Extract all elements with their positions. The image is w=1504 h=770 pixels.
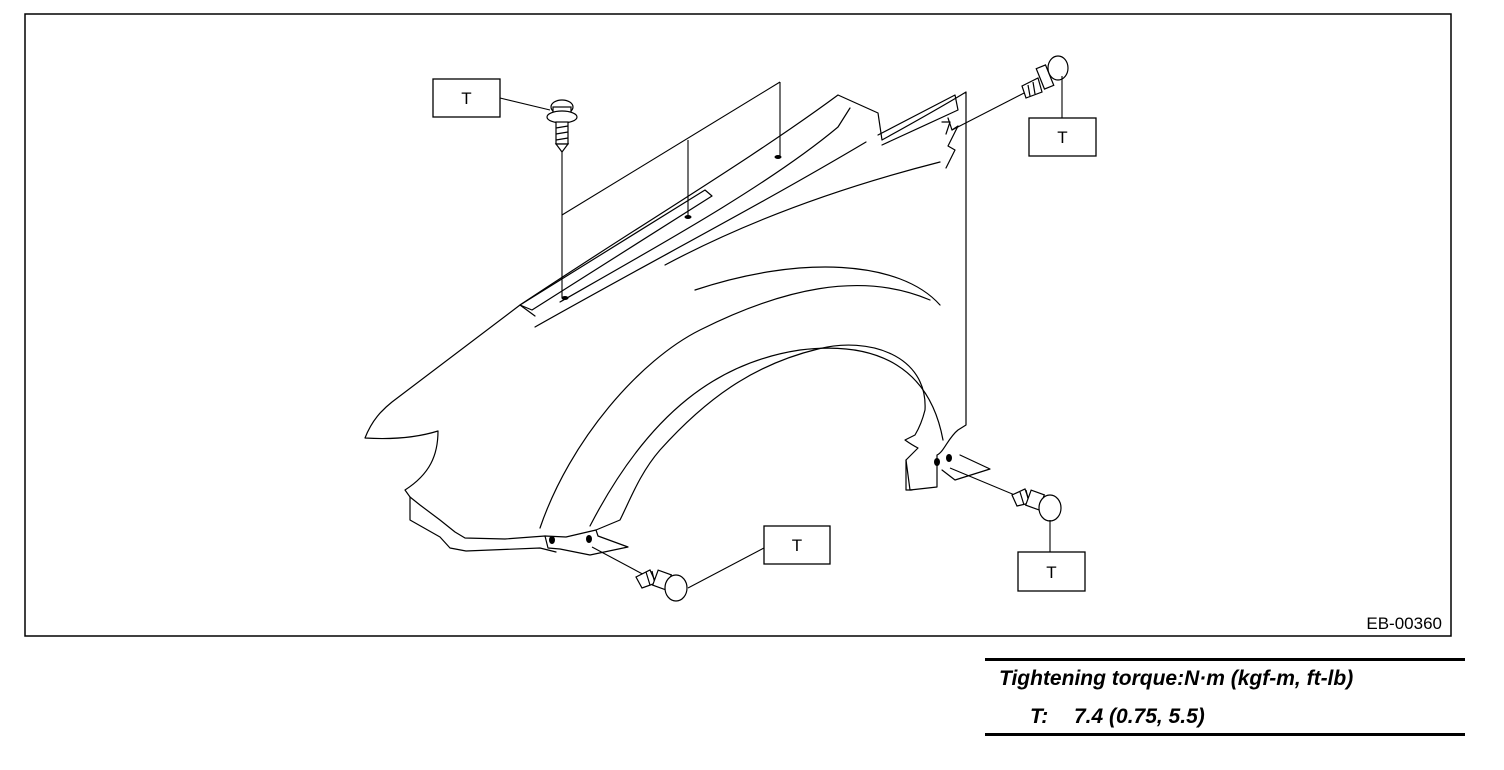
torque-spec-table: Tightening torque:N·m (kgf-m, ft-lb) T: 7…: [985, 658, 1465, 736]
torque-callout-top-left: T: [432, 78, 501, 118]
bolt-top-left: [546, 99, 578, 153]
bolt-top-right: [1021, 55, 1069, 99]
figure-frame: [24, 13, 1452, 637]
torque-value: 7.4 (0.75, 5.5): [1074, 705, 1205, 728]
svg-text:T: T: [792, 536, 802, 555]
torque-table-title: Tightening torque:N·m (kgf-m, ft-lb): [999, 667, 1354, 690]
installation-guide-lines: [561, 81, 1031, 579]
leader-top-left: [499, 97, 551, 111]
torque-table-row: T: 7.4 (0.75, 5.5): [1030, 705, 1205, 729]
svg-text:T: T: [1057, 128, 1067, 147]
torque-symbol: T:: [1030, 705, 1049, 728]
figure-code: EB-00360: [1366, 614, 1442, 633]
torque-callout-bottom-center: T: [763, 525, 831, 565]
torque-callout-bottom-right: T: [1017, 551, 1086, 592]
front-fender-panel: [364, 91, 991, 556]
mounting-holes: [549, 155, 952, 544]
bolt-bottom-right: [1011, 488, 1062, 522]
bolt-bottom-center: [635, 569, 688, 602]
torque-callout-top-right: T: [1028, 117, 1097, 157]
leader-bottom-center: [687, 547, 765, 589]
svg-text:T: T: [1046, 563, 1056, 582]
table-bottom-rule: [985, 733, 1465, 736]
svg-text:T: T: [461, 89, 471, 108]
table-top-rule: [985, 658, 1465, 661]
